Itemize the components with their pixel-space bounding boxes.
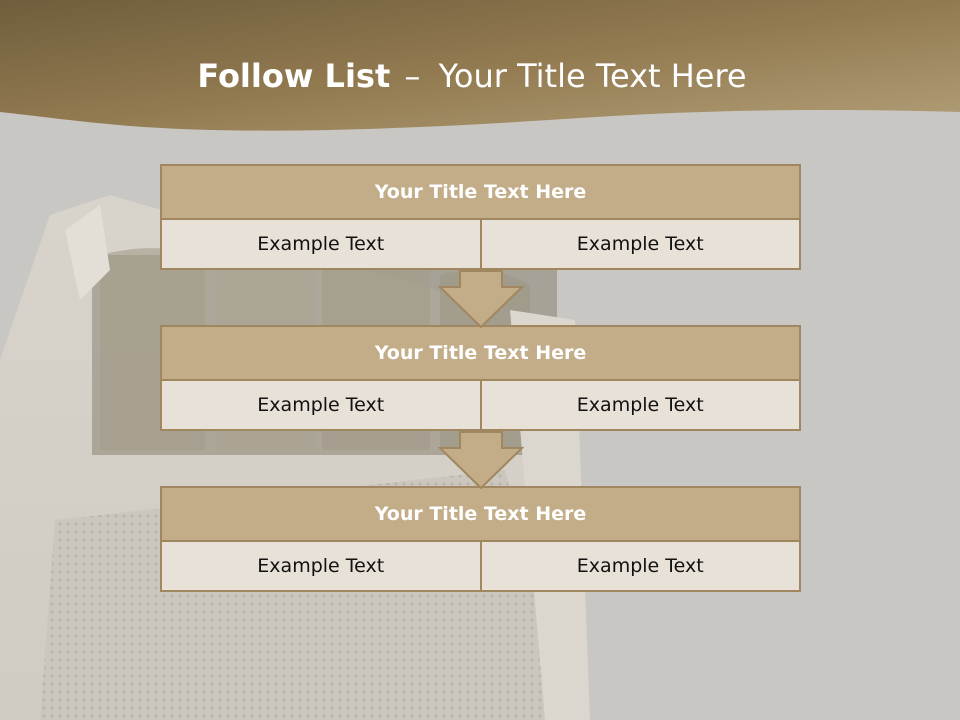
title-rest-part: Your Title Text Here: [438, 57, 747, 95]
down-arrow-icon: [438, 270, 524, 328]
step-title: Your Title Text Here: [160, 486, 801, 542]
down-arrow-icon: [438, 431, 524, 489]
step-cell-right: Example Text: [481, 542, 801, 592]
slide-title: Follow List – Your Title Text Here: [0, 54, 944, 98]
step-block-2: Your Title Text Here Example Text Exampl…: [160, 325, 801, 431]
step-block-3: Your Title Text Here Example Text Exampl…: [160, 486, 801, 592]
step-row: Example Text Example Text: [160, 220, 801, 270]
step-row: Example Text Example Text: [160, 381, 801, 431]
step-title: Your Title Text Here: [160, 164, 801, 220]
step-title: Your Title Text Here: [160, 325, 801, 381]
step-cell-left: Example Text: [160, 542, 482, 592]
step-cell-left: Example Text: [160, 381, 482, 431]
title-separator: –: [404, 57, 421, 95]
step-row: Example Text Example Text: [160, 542, 801, 592]
step-cell-left: Example Text: [160, 220, 482, 270]
step-cell-right: Example Text: [481, 381, 801, 431]
step-cell-right: Example Text: [481, 220, 801, 270]
step-block-1: Your Title Text Here Example Text Exampl…: [160, 164, 801, 270]
title-bold-part: Follow List: [197, 57, 391, 95]
